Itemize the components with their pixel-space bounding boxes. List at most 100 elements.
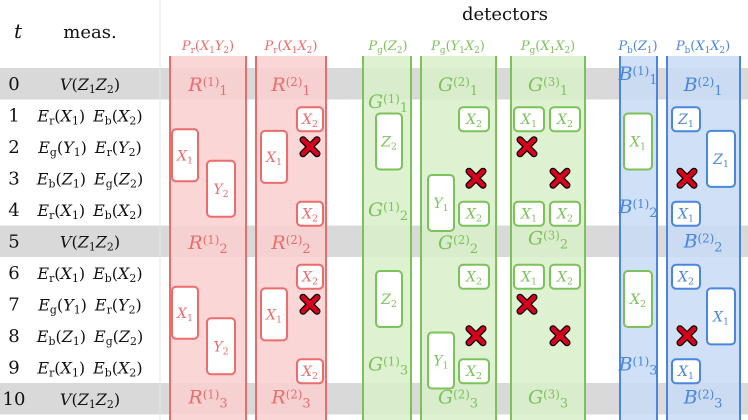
detector-group-label-6: Pb(X1X2) (675, 39, 730, 56)
detector-label-13: B(2)2 (683, 231, 723, 256)
row-meas-7: Eg(Y1) Er(Y2) (37, 295, 142, 316)
op-box-9-label: X2 (301, 364, 318, 382)
op-box-2-label: X2 (301, 112, 318, 130)
detector-label-15: R(2)3 (270, 386, 310, 411)
op-box-0 (171, 128, 199, 183)
error-cross-1 (516, 136, 538, 158)
op-box-23-label: X2 (556, 270, 573, 288)
op-box-10-label: Z2 (380, 135, 397, 153)
row-meas-9: Er(X1) Eb(X2) (36, 358, 142, 379)
op-box-19-label: X2 (556, 112, 573, 130)
op-box-16 (427, 331, 455, 390)
op-box-5-label: X1 (176, 306, 193, 324)
op-box-21-label: X2 (556, 207, 573, 225)
detector-group-label-1: Pr(X1X2) (264, 39, 318, 56)
detector-label-9: G(1)2 (368, 199, 408, 224)
row-meas-1: Er(X1) Eb(X2) (36, 106, 142, 127)
op-box-25-label: X2 (629, 292, 646, 310)
detector-label-10: G(2)2 (438, 232, 478, 257)
op-box-20 (513, 200, 545, 227)
op-box-27 (706, 129, 736, 188)
detector-label-18: G(3)3 (528, 386, 568, 411)
detector-label-0: R(1)1 (187, 74, 227, 99)
row-t-0: 0 (8, 74, 19, 95)
op-box-31 (671, 358, 701, 385)
op-box-30-label: X1 (712, 309, 729, 327)
op-box-0-label: X1 (176, 148, 193, 166)
op-box-12-label: X2 (465, 112, 482, 130)
detector-label-20: B(2)3 (683, 386, 723, 411)
detector-label-4: G(3)1 (528, 74, 568, 99)
row-t-7: 7 (8, 294, 19, 315)
detector-label-14: R(1)3 (187, 386, 227, 411)
error-cross-9 (676, 325, 698, 347)
detector-label-3: G(2)1 (438, 74, 478, 99)
op-box-23 (549, 263, 581, 290)
op-box-15 (458, 263, 490, 290)
op-box-31-label: X1 (677, 364, 694, 382)
op-box-29 (671, 263, 701, 290)
op-box-8 (260, 287, 288, 342)
op-box-28-label: X1 (677, 207, 694, 225)
detector-label-5: B(1)1 (618, 63, 658, 88)
op-box-9 (296, 358, 324, 385)
op-box-14-label: X2 (465, 207, 482, 225)
error-cross-2 (465, 167, 487, 189)
row-meas-5: V(Z1Z2) (60, 232, 120, 253)
op-box-7 (296, 263, 324, 290)
op-box-10 (375, 112, 403, 171)
row-t-5: 5 (8, 231, 19, 252)
error-cross-5 (299, 293, 321, 315)
op-box-13 (427, 173, 455, 232)
error-cross-0 (299, 136, 321, 158)
header-meas: meas. (63, 22, 116, 43)
op-box-18 (513, 106, 545, 133)
op-box-17-label: X2 (465, 364, 482, 382)
detector-label-11: G(3)2 (528, 227, 568, 252)
row-t-1: 1 (8, 105, 19, 126)
row-t-2: 2 (8, 137, 19, 158)
detector-group-label-0: Pr(X1Y2) (181, 39, 234, 56)
detector-label-12: B(1)2 (618, 196, 658, 221)
detector-label-19: B(1)3 (618, 353, 658, 378)
row-meas-2: Eg(Y1) Er(Y2) (37, 138, 142, 159)
row-t-6: 6 (8, 263, 19, 284)
op-box-7-label: X2 (301, 270, 318, 288)
op-box-6-label: Y2 (213, 339, 228, 357)
error-cross-3 (549, 167, 571, 189)
detector-label-7: R(1)2 (187, 232, 227, 257)
op-box-1-label: Y2 (213, 182, 228, 200)
error-cross-8 (549, 325, 571, 347)
detector-label-6: B(2)1 (683, 74, 723, 99)
row-t-10: 10 (3, 389, 26, 410)
op-box-24-label: X1 (629, 135, 646, 153)
op-box-17 (458, 358, 490, 385)
error-cross-6 (516, 293, 538, 315)
op-box-15-label: X2 (465, 270, 482, 288)
detector-group-label-4: Pg(X1X2) (520, 39, 575, 56)
op-box-22-label: X1 (520, 270, 537, 288)
detector-group-label-3: Pg(Y1X2) (430, 39, 485, 56)
op-box-11-label: Z2 (380, 292, 397, 310)
op-box-14 (458, 200, 490, 227)
op-box-24 (623, 112, 653, 171)
error-cross-7 (465, 325, 487, 347)
op-box-4 (296, 200, 324, 227)
row-meas-6: Er(X1) Eb(X2) (36, 264, 142, 285)
op-box-6 (206, 317, 236, 376)
op-box-5 (171, 285, 199, 340)
detector-group-label-5: Pb(Z1) (617, 39, 657, 56)
op-box-27-label: Z1 (712, 152, 729, 170)
op-box-30 (706, 287, 736, 346)
op-box-19 (549, 106, 581, 133)
row-meas-10: V(Z1Z2) (60, 390, 120, 411)
op-box-3 (260, 129, 288, 184)
detector-label-1: R(2)1 (270, 74, 310, 99)
op-box-18-label: X1 (520, 112, 537, 130)
header-t: t (14, 19, 23, 43)
op-box-21 (549, 200, 581, 227)
op-box-11 (375, 270, 403, 329)
op-box-25 (623, 270, 653, 329)
